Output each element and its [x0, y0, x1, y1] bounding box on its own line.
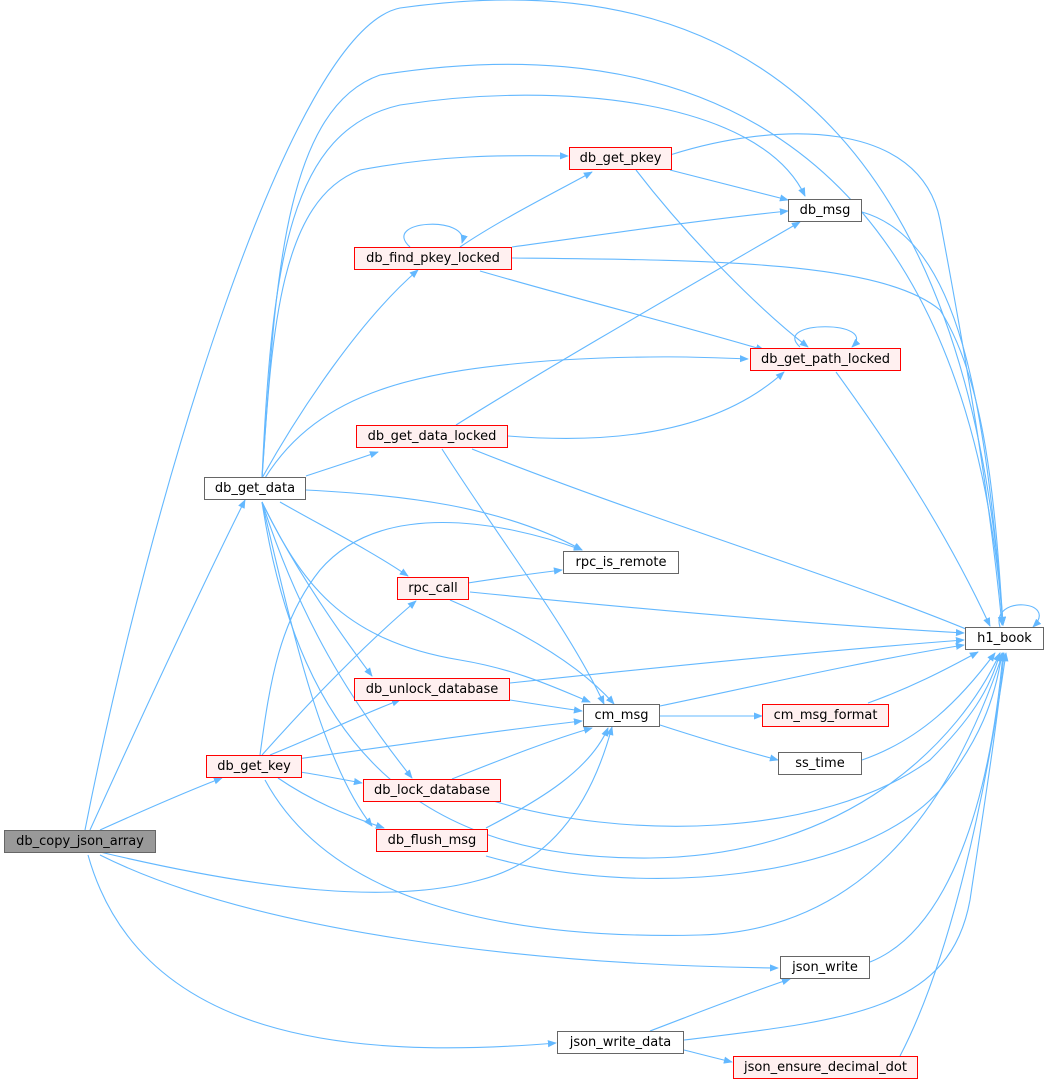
edge-rpccall-to-cmmsg — [449, 599, 615, 705]
node-cm-msg[interactable]: cm_msg — [583, 704, 660, 727]
edge-getdata-to-cmmsg — [261, 501, 591, 703]
edge-lockdb-to-h1book — [489, 652, 1002, 827]
node-db-copy-json-array: db_copy_json_array — [4, 830, 156, 853]
edge-getkey-to-h1book — [264, 652, 1004, 936]
edge-jsonwritedata-to-h1book — [683, 652, 1007, 1041]
edge-copy-to-jsonwrite — [99, 854, 779, 972]
edge-cmmsg-to-h1book — [659, 642, 965, 707]
edge-dbmsg-to-h1book — [861, 211, 1006, 626]
edge-jsonwritedata-to-jsonwrite — [649, 978, 791, 1032]
edge-getdata-to-flushmsg — [261, 501, 373, 827]
edge-sstime-to-h1book — [861, 652, 996, 761]
edge-findpkey-to-pathlocked — [479, 270, 765, 352]
edge-cmmsgformat-to-h1book — [867, 651, 979, 704]
edge-findpkey-to-h1book — [511, 257, 1007, 626]
edge-unlock-to-cmmsg — [509, 699, 583, 714]
edge-copy-to-getdata — [89, 499, 246, 831]
edge-pathlocked-to-h1book — [835, 371, 991, 627]
edge-findpkey-to-dbmsg — [511, 208, 789, 248]
edge-cmmsg-to-sstime — [659, 724, 779, 762]
edge-rpccall-to-h1book — [469, 591, 965, 637]
edge-getkey-to-unlock — [269, 699, 401, 756]
edge-getkey-to-flushmsg — [277, 777, 385, 829]
edge-getdata-to-pathlocked — [264, 355, 749, 479]
node-json-ensure-decimal-dot[interactable]: json_ensure_decimal_dot — [733, 1056, 918, 1079]
edge-findpkey-self — [403, 223, 468, 248]
edge-getdata-to-rpccall — [279, 501, 409, 577]
node-db-lock-database[interactable]: db_lock_database — [363, 779, 501, 802]
edge-findpkey-to-getpkey — [459, 171, 593, 248]
node-db-get-pkey[interactable]: db_get_pkey — [569, 147, 672, 170]
edge-getdata-to-datalocked — [305, 451, 379, 477]
edge-getdata-to-getpkey — [261, 152, 569, 479]
edge-jsonensure-to-h1book — [899, 652, 1009, 1057]
edge-getkey-to-cmmsg — [289, 718, 583, 761]
edge-flushmsg-to-cmmsg — [485, 727, 609, 829]
node-db-msg[interactable]: db_msg — [788, 199, 862, 222]
node-db-get-path-locked[interactable]: db_get_path_locked — [750, 348, 901, 371]
edge-h1book-self — [998, 604, 1042, 628]
edge-getdata-to-findpkey — [261, 269, 419, 479]
edge-getdata-to-h1book — [261, 63, 1006, 626]
node-json-write[interactable]: json_write — [780, 956, 870, 979]
edge-getkey-to-lockdb — [299, 771, 363, 786]
edge-copy-to-cmmsg — [99, 726, 614, 893]
edge-getdata-to-dbmsg — [261, 94, 806, 479]
edge-rpccall-to-rpcisremote — [467, 567, 563, 584]
node-db-unlock-database[interactable]: db_unlock_database — [354, 678, 510, 701]
edge-getdata-to-lockdb — [261, 501, 413, 779]
edge-datalocked-to-dbmsg — [455, 221, 801, 426]
edge-pathlocked-self — [794, 326, 861, 348]
edge-copy-to-getkey — [99, 777, 223, 831]
edge-getdata-to-h1book-b — [261, 501, 1001, 859]
node-db-get-data[interactable]: db_get_data — [204, 477, 306, 500]
edge-jsonwrite-to-h1book — [869, 652, 1006, 963]
node-h1-book[interactable]: h1_book — [965, 627, 1044, 650]
node-db-find-pkey-locked[interactable]: db_find_pkey_locked — [354, 247, 512, 270]
edge-getpkey-to-h1book — [669, 133, 1005, 626]
edge-unlock-to-h1book — [509, 637, 965, 684]
node-cm-msg-format[interactable]: cm_msg_format — [762, 704, 889, 727]
edge-getkey-to-rpccall — [261, 600, 417, 756]
node-db-get-key[interactable]: db_get_key — [206, 755, 302, 778]
edge-getpkey-to-dbmsg — [669, 169, 789, 202]
edge-datalocked-to-h1book — [471, 448, 979, 635]
edge-lockdb-to-cmmsg — [451, 726, 593, 780]
node-db-get-data-locked[interactable]: db_get_data_locked — [356, 425, 508, 448]
node-json-write-data[interactable]: json_write_data — [557, 1031, 684, 1054]
edge-datalocked-to-pathlocked — [507, 371, 785, 439]
node-rpc-call[interactable]: rpc_call — [397, 577, 469, 600]
edge-copy-to-jsonwritedata — [87, 854, 557, 1049]
edge-flushmsg-to-h1book — [485, 652, 1005, 879]
edge-getdata-to-rpcisremote — [305, 489, 583, 551]
node-ss-time[interactable]: ss_time — [778, 752, 862, 775]
edge-getkey-to-rpcisremote — [259, 521, 583, 756]
edge-getpkey-to-pathlocked — [635, 169, 809, 348]
node-rpc-is-remote[interactable]: rpc_is_remote — [563, 551, 679, 574]
node-db-flush-msg[interactable]: db_flush_msg — [376, 829, 488, 852]
edge-jsonwritedata-to-jsonensure — [683, 1049, 733, 1064]
edge-copy-to-h1book — [84, 0, 1007, 831]
